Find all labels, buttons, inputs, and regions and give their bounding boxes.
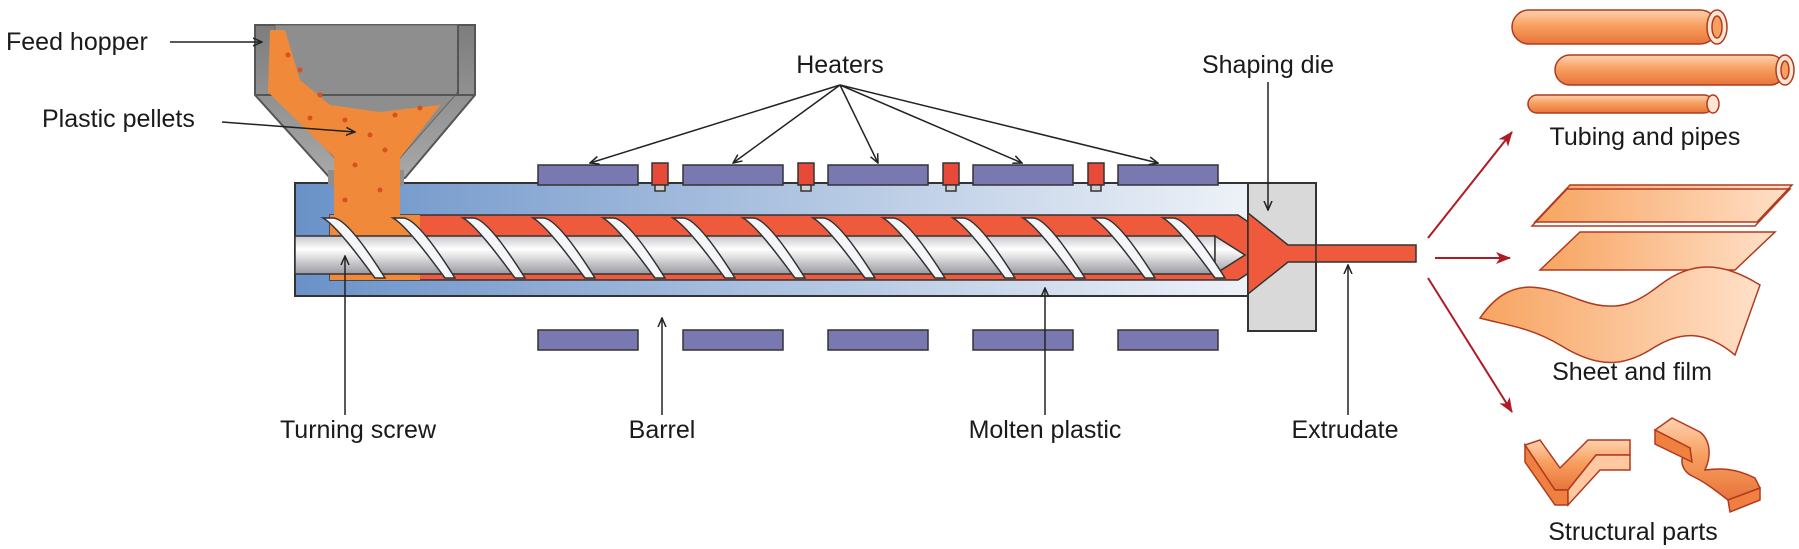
heaters bbox=[537, 164, 1219, 351]
barrel bbox=[294, 170, 1273, 297]
label-sheet-and-film: Sheet and film bbox=[1552, 358, 1712, 386]
callout-lines bbox=[170, 42, 1348, 415]
screw-flight bbox=[1160, 217, 1227, 279]
screw-flight bbox=[740, 217, 807, 279]
shaping-die bbox=[1247, 182, 1417, 332]
label-shaping-die: Shaping die bbox=[1202, 51, 1334, 79]
screw-flight bbox=[810, 217, 877, 279]
label-feed-hopper: Feed hopper bbox=[6, 28, 148, 56]
screw-flight bbox=[320, 217, 387, 279]
label-structural-parts: Structural parts bbox=[1548, 518, 1718, 546]
label-heaters: Heaters bbox=[796, 51, 884, 79]
turning-screw bbox=[294, 217, 1247, 279]
screw-flight bbox=[390, 217, 457, 279]
screw-flight bbox=[460, 217, 527, 279]
label-turning-screw: Turning screw bbox=[280, 416, 437, 444]
label-plastic-pellets: Plastic pellets bbox=[42, 105, 195, 133]
screw-flight bbox=[530, 217, 597, 279]
label-extrudate: Extrudate bbox=[1291, 416, 1398, 444]
label-barrel: Barrel bbox=[629, 416, 696, 444]
screw-flight bbox=[600, 217, 667, 279]
screw-flight bbox=[670, 217, 737, 279]
screw-flight bbox=[1020, 217, 1087, 279]
tubing-and-pipes-illustration bbox=[1511, 9, 1795, 114]
heater-tabs bbox=[651, 162, 1105, 192]
screw-flight bbox=[1090, 217, 1157, 279]
label-tubing-and-pipes: Tubing and pipes bbox=[1550, 123, 1741, 151]
sheet-and-film-illustration bbox=[1478, 184, 1794, 364]
output-arrows bbox=[1427, 131, 1513, 413]
label-molten-plastic: Molten plastic bbox=[969, 416, 1122, 444]
screw-flight bbox=[880, 217, 947, 279]
structural-parts-illustration bbox=[1523, 417, 1762, 514]
screw-flight bbox=[950, 217, 1017, 279]
